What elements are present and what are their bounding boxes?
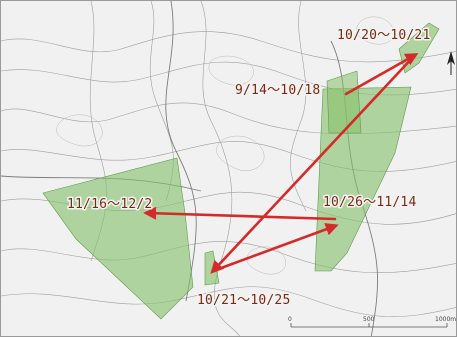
movement-arrows [143, 53, 419, 274]
north-arrow-icon [447, 51, 455, 75]
label-11-16-12-2: 11/16〜12/2 [67, 197, 152, 212]
scale-label-0: 0 [288, 316, 292, 323]
contour-lines-dense [56, 16, 394, 275]
label-9-14-10-18: 9/14〜10/18 [235, 83, 320, 98]
home-range-areas [42, 22, 440, 320]
label-10-21-10-25: 10/21〜10/25 [197, 293, 290, 308]
label-10-26-11-14: 10/26〜11/14 [323, 195, 416, 210]
area-9-14-10-18 [326, 70, 362, 134]
arrow-p4-to-p5 [143, 206, 337, 221]
scale-bar: 0 500 1000m [288, 316, 456, 328]
arrow-p2-to-p3 [210, 53, 417, 274]
period-labels: 10/20〜10/21 9/14〜10/18 10/26〜11/14 11/16… [66, 27, 432, 310]
arrow-p3-to-p4 [211, 223, 339, 273]
arrow-p1-to-p2 [344, 53, 419, 96]
area-11-16-12-2 [42, 157, 194, 320]
label-10-20-10-21: 10/20〜10/21 [337, 28, 430, 43]
scale-label-500: 500 [363, 316, 375, 323]
scale-label-1000m: 1000m [435, 316, 456, 323]
